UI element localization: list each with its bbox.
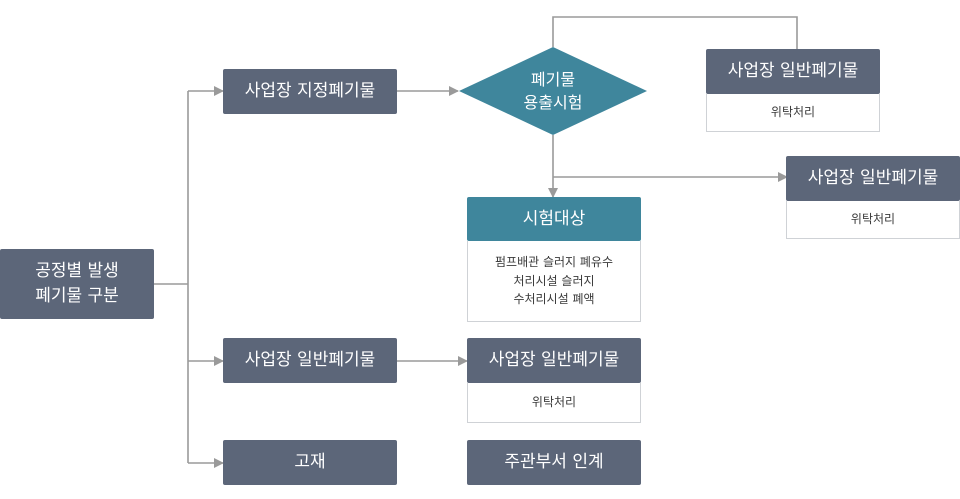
- decision-line-2: 용출시험: [523, 93, 583, 112]
- scrap-node: 고재: [223, 440, 397, 485]
- general-waste-top-sub-text: 위탁처리: [770, 105, 816, 120]
- general-waste-top-node: 사업장 일반폐기물: [706, 49, 880, 94]
- general-waste-right-sub: 위탁처리: [786, 201, 960, 239]
- root-line-1: 공정별 발생: [35, 261, 119, 282]
- test-target-sub-line-2: 처리시설 슬러지: [513, 273, 595, 288]
- test-target-sub-line-1: 펌프배관 슬러지 폐유수: [494, 255, 614, 270]
- root-line-2: 폐기물 구분: [35, 286, 119, 306]
- general-waste-right-node: 사업장 일반폐기물: [786, 156, 960, 201]
- designated-waste-node: 사업장 지정폐기물: [223, 69, 397, 114]
- decision-line-1: 폐기물: [530, 69, 576, 89]
- general-waste-mid-result-node: 사업장 일반폐기물: [467, 338, 641, 383]
- decision-diamond: [459, 47, 647, 135]
- test-target-sub: 펌프배관 슬러지 폐유수 처리시설 슬러지 수처리시설 폐액: [467, 241, 641, 322]
- general-waste-mid-result-sub: 위탁처리: [467, 383, 641, 423]
- general-waste-mid-result-sub-text: 위탁처리: [531, 395, 577, 410]
- decision-to-general-top: [552, 16, 798, 49]
- root-node: 공정별 발생 폐기물 구분: [0, 249, 154, 319]
- general-waste-right-sub-text: 위탁처리: [850, 212, 896, 227]
- handover-node: 주관부서 인계: [467, 440, 641, 485]
- test-target-node: 시험대상: [467, 197, 641, 241]
- general-waste-top-sub: 위탁처리: [706, 94, 880, 132]
- test-target-sub-line-3: 수처리시설 폐액: [513, 292, 595, 307]
- decision-label: 폐기물 용출시험: [473, 58, 633, 124]
- general-waste-mid-node: 사업장 일반폐기물: [223, 338, 397, 383]
